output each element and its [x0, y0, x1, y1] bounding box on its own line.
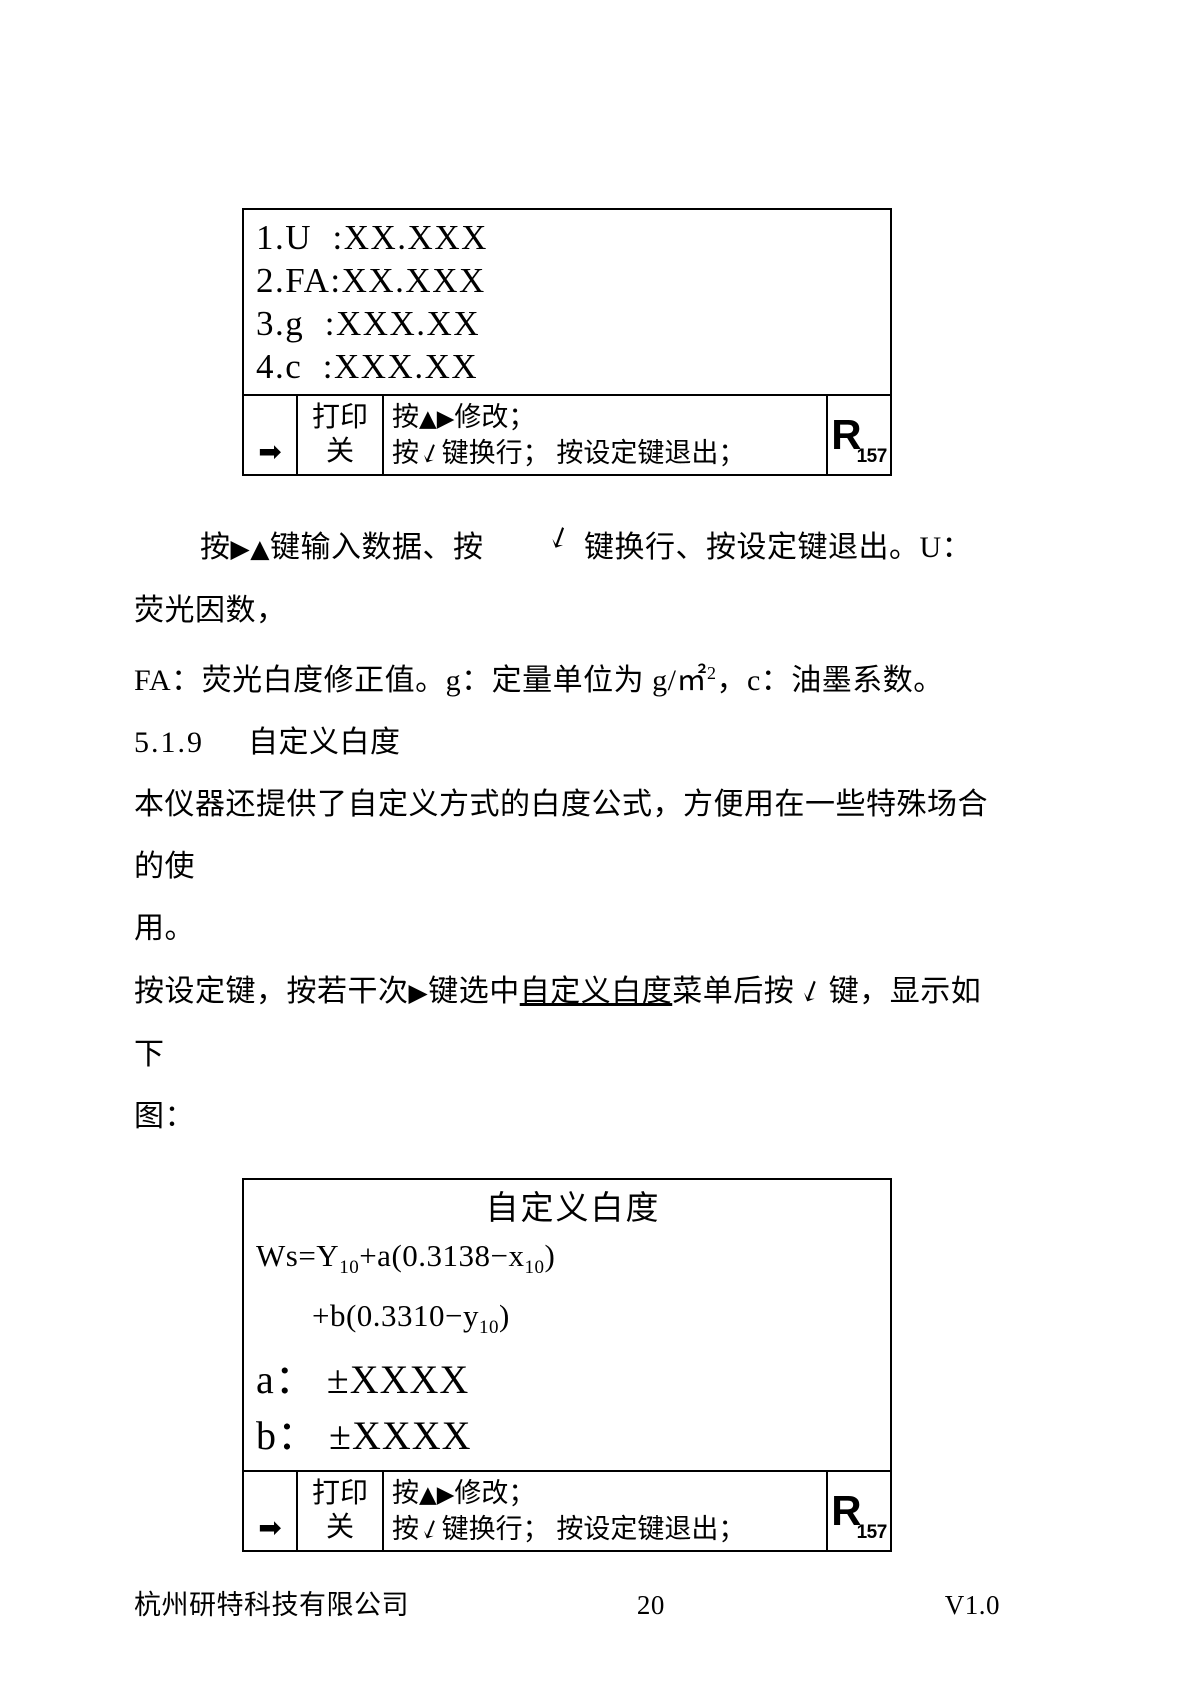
p3-seg1: 按设定键，按若干次	[134, 975, 409, 1008]
print-state: 关	[325, 436, 354, 467]
logo-letter: R	[831, 411, 861, 458]
param-a-line: a： ±XXXX	[256, 1357, 470, 1403]
p3-seg4: 键，显示如下	[134, 975, 982, 1071]
lcd-body: 1.U :XX.XXX 2.FA:XX.XXX 3.g :XXX.XX 4.c …	[244, 210, 890, 394]
hint1-prefix: 按	[392, 1478, 419, 1509]
paragraph-intro-line2: 用。	[134, 912, 195, 945]
logo-subscript: 157	[856, 446, 888, 467]
lcd-title: 自定义白度	[485, 1191, 661, 1227]
formula-line-2: +b(0.3310−y10)	[256, 1292, 890, 1352]
formula-l2-b: )	[499, 1298, 510, 1334]
hint1-suffix: 修改；	[454, 1478, 536, 1509]
page-content: 1.U :XX.XXX 2.FA:XX.XXX 3.g :XXX.XX 4.c …	[134, 0, 1000, 1553]
hint2-prefix: 按	[392, 438, 419, 468]
print-state: 关	[325, 1512, 354, 1544]
right-triangle-icon: ▶	[230, 534, 251, 563]
formula-l1-sub1: 10	[339, 1257, 360, 1279]
paragraph-key-usage: 按▶▲键输入数据、按 ↙键换行、按设定键退出。U：荧光因数，	[134, 516, 1000, 642]
menu-name-underlined: 自定义白度	[519, 975, 673, 1008]
hint1-prefix: 按	[392, 402, 419, 432]
enter-slash-icon: ↙	[543, 516, 577, 558]
paragraph-navigation-line2: 图：	[134, 1100, 195, 1133]
footer-company: 杭州研特科技有限公司	[134, 1590, 409, 1620]
lcd-line-fa: 2.FA:XX.XXX	[256, 261, 486, 300]
print-status-cell: 打印 关	[298, 396, 384, 474]
right-triangle-icon: ▶	[436, 1482, 455, 1509]
formula-l2-a: +b(0.3310−y	[312, 1298, 480, 1334]
footer-version: V1.0	[944, 1590, 1000, 1620]
formula-l1-b: +a(0.3138−x	[359, 1238, 525, 1273]
heading-title: 自定义白度	[248, 726, 401, 759]
right-triangle-icon: ▶	[408, 978, 429, 1007]
formula-l2-sub1: 10	[479, 1317, 500, 1339]
lcd-screen-parameter-setting: 1.U :XX.XXX 2.FA:XX.XXX 3.g :XXX.XX 4.c …	[242, 208, 892, 476]
up-triangle-icon: ▲	[250, 534, 270, 563]
key-hint-cell: 按▲▶修改； 按↙键换行； 按设定键退出；	[384, 396, 828, 474]
key-hint-line-2: 按↙键换行； 按设定键退出；	[392, 435, 826, 470]
up-triangle-icon: ▲	[419, 1482, 437, 1509]
p1-line2: FA：荧光白度修正值。g：定量单位为 g/㎡	[134, 664, 707, 697]
right-triangle-icon: ▶	[436, 406, 455, 432]
print-status-cell: 打印 关	[298, 1472, 384, 1551]
p1-seg2: 键输入数据、按	[269, 531, 484, 564]
formula-line-1: Ws=Y10+a(0.3138−x10)	[256, 1232, 890, 1292]
key-hint-line-1: 按▲▶修改；	[392, 1476, 826, 1512]
cursor-arrow-cell: ➡	[244, 1472, 298, 1551]
logo-subscript: 157	[856, 1522, 888, 1544]
key-hint-cell: 按▲▶修改； 按↙键换行； 按设定键退出；	[384, 1472, 828, 1551]
key-hint-line-2: 按↙键换行； 按设定键退出；	[392, 1512, 826, 1547]
paragraph-definitions: FA：荧光白度修正值。g：定量单位为 g/㎡2，c：油墨系数。	[134, 642, 1000, 712]
formula-l1-sub2: 10	[524, 1257, 545, 1279]
paragraph-navigation: 按设定键，按若干次▶键选中自定义白度菜单后按↙键，显示如下	[134, 960, 1000, 1086]
up-triangle-icon: ▲	[419, 406, 437, 432]
print-label: 打印	[311, 402, 368, 433]
lcd-line-c: 4.c :XXX.XX	[256, 347, 479, 386]
formula-l1-a: Ws=Y	[256, 1238, 340, 1273]
lcd-body-2: 自定义白度 Ws=Y10+a(0.3138−x10) +b(0.3310−y10…	[244, 1180, 890, 1470]
p3-seg2: 键选中	[428, 975, 520, 1008]
heading-number: 5.1.9	[134, 726, 204, 759]
p1-line2-tail: ，c：油墨系数。	[716, 664, 944, 697]
p1-seg1: 按	[200, 531, 231, 564]
superscript-two: 2	[706, 663, 717, 683]
param-b-line: b： ±XXXX	[256, 1413, 472, 1459]
section-heading: 5.1.9 自定义白度	[134, 712, 1000, 774]
right-arrow-icon: ➡	[258, 435, 282, 468]
print-label: 打印	[311, 1478, 368, 1510]
hint1-suffix: 修改；	[454, 402, 536, 432]
paragraph-intro-line1: 本仪器还提供了自定义方式的白度公式，方便用在一些特殊场合的使	[134, 788, 988, 883]
p1-seg3: 键换行、按设定键退出。U：荧光因数，	[134, 531, 973, 627]
p3-seg3: 菜单后按	[672, 975, 795, 1008]
page-number: 20	[636, 1590, 665, 1620]
page-footer: 杭州研特科技有限公司 20 V1.0	[134, 1583, 1000, 1622]
lcd-line-u: 1.U :XX.XXX	[256, 218, 488, 257]
hint2-prefix: 按	[392, 1514, 419, 1545]
formula-l1-c: )	[544, 1238, 556, 1273]
hint2-suffix: 键换行； 按设定键退出；	[441, 1514, 746, 1545]
lcd-line-g: 3.g :XXX.XX	[256, 304, 481, 343]
logo-letter: R	[831, 1487, 861, 1535]
cursor-arrow-cell: ➡	[244, 396, 298, 474]
lcd-screen-custom-whiteness: 自定义白度 Ws=Y10+a(0.3138−x10) +b(0.3310−y10…	[242, 1178, 892, 1553]
key-hint-line-1: 按▲▶修改；	[392, 400, 826, 436]
right-arrow-icon: ➡	[258, 1511, 282, 1545]
hint2-suffix: 键换行； 按设定键退出；	[441, 438, 746, 468]
